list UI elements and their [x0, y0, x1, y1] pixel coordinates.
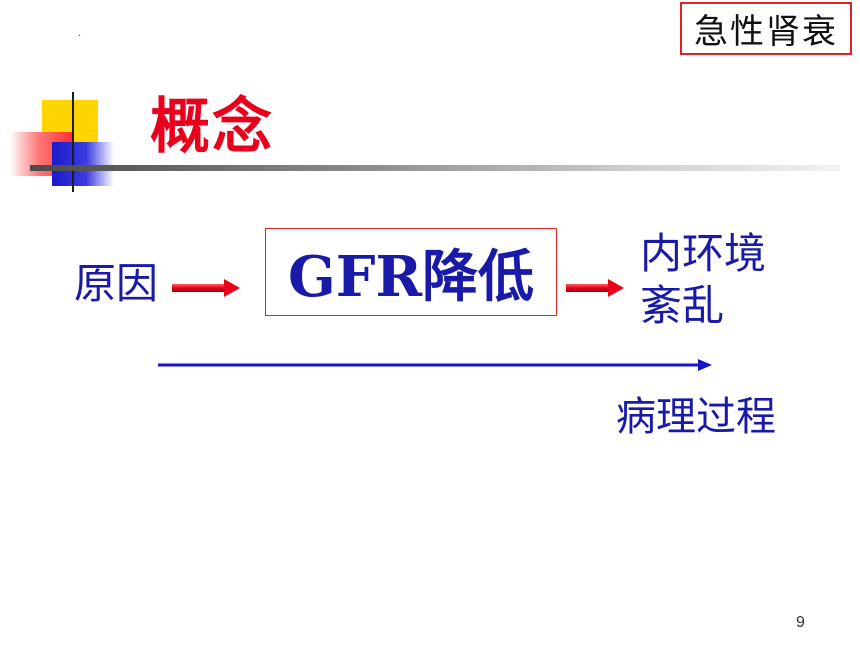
arrow-gfr-to-result: [566, 279, 624, 297]
result-label: 内环境 紊乱: [640, 228, 766, 332]
result-line-2: 紊乱: [640, 281, 725, 330]
process-label: 病理过程: [616, 394, 776, 440]
arrow-pathological-process: [158, 359, 712, 371]
title-decoration-vertical-line: [72, 92, 74, 192]
result-line-1: 内环境: [640, 229, 767, 278]
gfr-decrease-box: GFR降低: [265, 228, 557, 316]
slide-title: 概念: [150, 92, 274, 162]
topic-tag: 急性肾衰: [680, 2, 852, 55]
marker-dot: .: [78, 28, 82, 39]
cause-label: 原因: [74, 259, 159, 308]
title-decoration-blue-square: [52, 142, 114, 186]
title-underline: [30, 165, 840, 171]
arrow-cause-to-gfr: [172, 279, 240, 297]
page-number: 9: [796, 614, 805, 631]
